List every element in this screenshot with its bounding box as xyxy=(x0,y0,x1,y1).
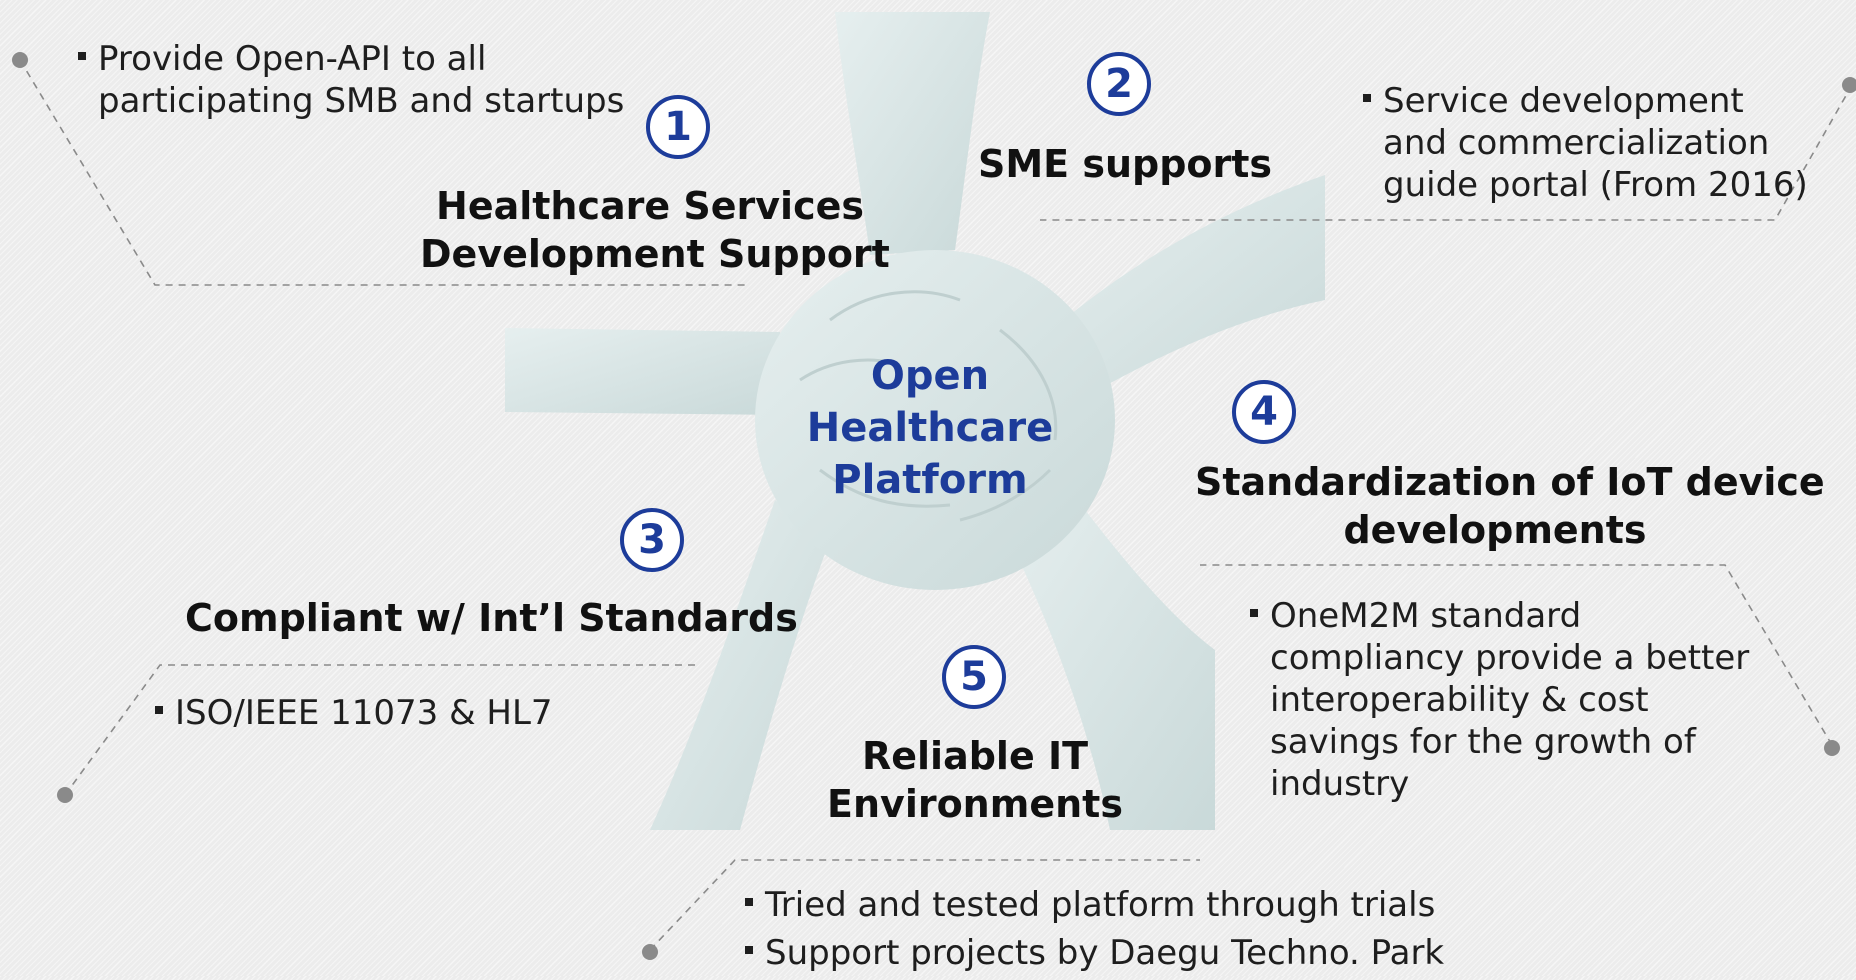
item-3-bullet: ISO/IEEE 11073 & HL7 xyxy=(155,692,575,734)
connector-dot-1 xyxy=(12,52,28,68)
connector-dot-4 xyxy=(1824,740,1840,756)
hand-outline xyxy=(799,290,1058,522)
item-5-title: Reliable IT Environments xyxy=(810,732,1140,828)
joined-hands-image xyxy=(505,12,1325,830)
connector-line-5 xyxy=(649,859,1200,951)
item-4-title: Standardization of IoT device developmen… xyxy=(1195,458,1825,554)
item-1-bullet: Provide Open-API to all participating SM… xyxy=(78,38,638,122)
item-5-title-line-1: Reliable IT xyxy=(861,734,1088,778)
item-2-number-badge: 2 xyxy=(1087,52,1151,116)
item-1-title-line-1: Healthcare Services xyxy=(436,184,864,228)
item-2-bullet-list: Service development and commercializatio… xyxy=(1363,80,1808,212)
item-4-title-line-2: developments xyxy=(1343,508,1647,552)
item-2-title: SME supports xyxy=(977,142,1273,186)
item-3-bullet-list: ISO/IEEE 11073 & HL7 xyxy=(155,692,575,740)
item-3-title: Compliant w/ Int’l Standards xyxy=(185,596,798,640)
connector-dot-3 xyxy=(57,787,73,803)
item-1-bullet-list: Provide Open-API to all participating SM… xyxy=(78,38,638,128)
item-5-title-line-2: Environments xyxy=(827,782,1123,826)
item-5-number-badge: 5 xyxy=(942,645,1006,709)
item-1-title: Healthcare Services Development Support xyxy=(420,182,890,278)
item-5-bullet-2: Support projects by Daegu Techno. Park xyxy=(745,932,1465,974)
item-4-bullet: OneM2M standard compliancy provide a bet… xyxy=(1250,595,1760,805)
item-2-bullet: Service development and commercializatio… xyxy=(1363,80,1808,206)
item-5-bullet-list: Tried and tested platform through trials… xyxy=(745,884,1465,980)
connector-dot-5 xyxy=(642,944,658,960)
item-4-number-badge: 4 xyxy=(1232,380,1296,444)
connector-lines xyxy=(19,59,1853,951)
item-1-title-line-2: Development Support xyxy=(420,232,890,276)
item-3-number-badge: 3 xyxy=(620,508,684,572)
connector-line-1 xyxy=(19,59,745,286)
item-4-bullet-list: OneM2M standard compliancy provide a bet… xyxy=(1250,595,1760,811)
item-1-number-badge: 1 xyxy=(646,95,710,159)
item-5-bullet-1: Tried and tested platform through trials xyxy=(745,884,1465,926)
connector-endpoints xyxy=(12,52,1856,960)
connector-line-3 xyxy=(64,664,695,796)
connector-line-4 xyxy=(1200,564,1833,746)
connector-dot-2 xyxy=(1842,77,1856,93)
item-4-title-line-1: Standardization of IoT device xyxy=(1195,460,1825,504)
center-platform-title: Open Healthcare Platform xyxy=(806,353,1054,503)
